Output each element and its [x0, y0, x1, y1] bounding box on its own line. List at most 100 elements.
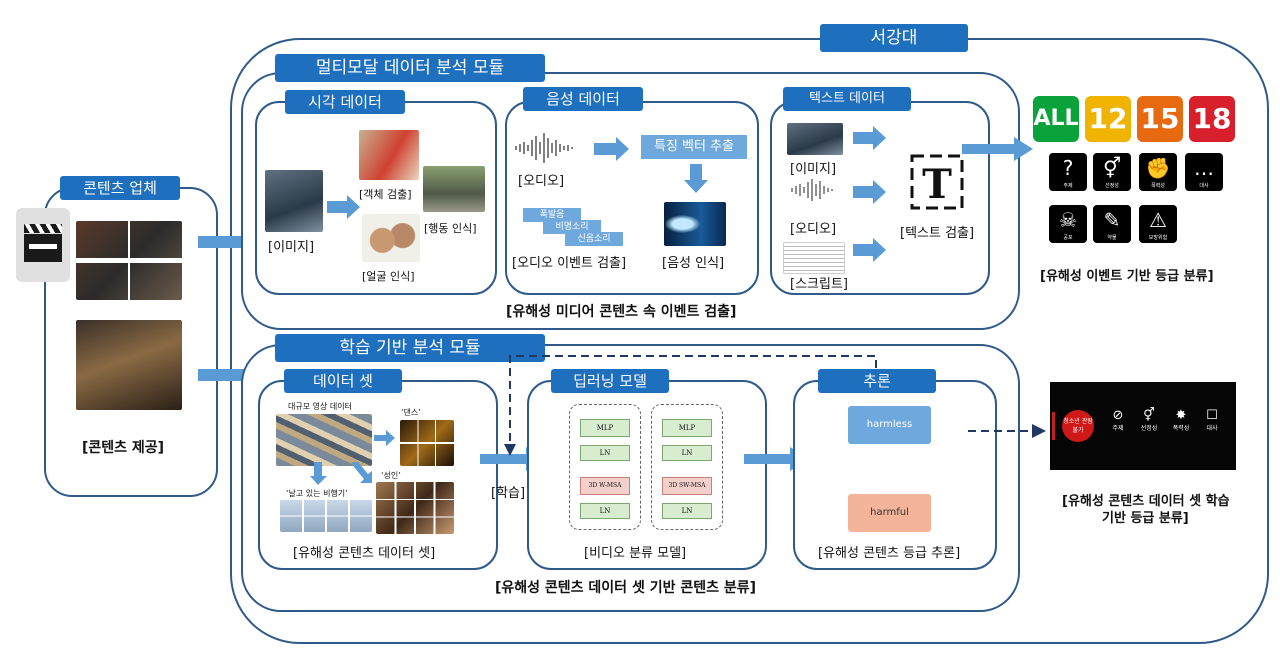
rating-15-badge: 15 [1137, 96, 1183, 142]
audio-event-tag-2: 비명소리 [543, 220, 601, 234]
theme-icon: ?주제 [1049, 153, 1087, 191]
learn-label: [학습] [491, 486, 526, 501]
dataset-tab: 데이터 셋 [284, 369, 402, 393]
visual-image-label: [이미지] [268, 240, 315, 255]
text-data-tab: 텍스트 데이터 [783, 87, 911, 111]
audio-event-tag-1: 폭발음 [523, 208, 581, 222]
learning-module-tab: 학습 기반 분석 모듈 [275, 334, 545, 362]
action-recognition-image [423, 166, 485, 212]
feature-vector-box: 특징 벡터 추출 [641, 135, 747, 159]
audio-event-detect-label: [오디오 이벤트 검출] [512, 256, 627, 271]
arrow-text-audio [853, 180, 886, 204]
w-msa-block: 3D W-MSA [580, 477, 630, 495]
model-tab: 딥러닝 모델 [551, 369, 669, 393]
dance-label: ‘댄스’ [401, 408, 421, 417]
visual-data-tab: 시각 데이터 [285, 90, 405, 114]
text-audio-waveform-icon [791, 179, 833, 201]
audio-waveform-icon [515, 133, 573, 163]
face-recognition-image [362, 214, 420, 262]
adult-label: ‘성인’ [381, 471, 401, 480]
dataset-caption: [유해성 콘텐츠 데이터 셋] [293, 546, 436, 561]
result-rating-panel: 청소년 관람불가 ⊘주제 ⚥선정성 ✸폭력성 ☐대사 [1050, 382, 1236, 470]
sexuality-icon: ⚥선정성 [1093, 153, 1131, 191]
ratings-caption: [유해성 이벤트 기반 등급 분류] [1040, 269, 1214, 284]
speech-recognition-image [664, 202, 726, 246]
arrow-dataset-airplane [310, 462, 327, 485]
arrow-inference-to-result [968, 424, 1046, 438]
rating-12-badge: 12 [1085, 96, 1131, 142]
swin-block-right: MLP LN 3D SW-MSA LN [651, 404, 723, 530]
arrow-dataset-dance [374, 430, 395, 446]
model-box [527, 380, 767, 570]
adult-only-badge: 청소년 관람불가 [1062, 410, 1094, 442]
rating-all-badge: ALL [1033, 96, 1079, 142]
speech-recognition-label: [음성 인식] [662, 256, 725, 271]
mlp-block: MLP [662, 419, 712, 437]
result-sexuality-item: ⚥선정성 [1140, 408, 1158, 432]
rating-18-badge: 18 [1189, 96, 1235, 142]
imitation-risk-icon: ⚠모방위험 [1139, 205, 1177, 243]
action-recognition-label: [행동 인식] [424, 222, 477, 235]
inference-caption: [유해성 콘텐츠 등급 추론] [818, 546, 961, 561]
airplane-label: ‘날고 있는 비행기’ [286, 489, 348, 498]
arrow-audio-to-feature [594, 137, 629, 161]
text-detection-icon: T [910, 154, 964, 210]
ln-block: LN [580, 445, 630, 461]
text-script-label: [스크립트] [790, 277, 848, 292]
feedback-dashed-arrow [504, 355, 877, 456]
arrow-visual [327, 195, 360, 219]
audio-data-tab: 음성 데이터 [523, 87, 643, 111]
model-caption: [비디오 분류 모델] [584, 546, 687, 561]
arrow-multimodal-to-ratings [962, 137, 1033, 161]
visual-input-image [265, 170, 323, 232]
result-violence-item: ✸폭력성 [1172, 408, 1190, 432]
text-image-label: [이미지] [790, 162, 837, 177]
movie-stills-grid [76, 221, 182, 300]
text-source-image [787, 123, 843, 155]
ln-block: LN [580, 503, 630, 519]
arrow-text-script [853, 238, 886, 262]
result-dialogue-item: ☐대사 [1206, 408, 1218, 432]
text-detect-label: [텍스트 검출] [900, 226, 975, 241]
horror-icon: ☠공포 [1049, 205, 1087, 243]
ln-block: LN [662, 445, 712, 461]
dialogue-icon: …대사 [1185, 153, 1223, 191]
arrow-feature-down [684, 164, 708, 193]
object-detection-image [359, 130, 419, 180]
inference-tab: 추론 [818, 369, 936, 393]
result-caption-line1: [유해성 콘텐츠 데이터 셋 학습 [1062, 494, 1230, 509]
harmful-box: harmful [848, 494, 931, 532]
swin-block-left: MLP LN 3D W-MSA LN [569, 404, 641, 530]
harmless-box: harmless [848, 406, 931, 444]
seogang-tab: 서강대 [820, 24, 968, 52]
audio-label: [오디오] [518, 174, 565, 189]
drug-icon: ✎약물 [1093, 205, 1131, 243]
learning-caption: [유해성 콘텐츠 데이터 셋 기반 콘텐츠 분류] [495, 580, 757, 596]
arrow-text-image [853, 126, 886, 150]
airplane-images [280, 500, 372, 532]
movie-still-large [76, 320, 182, 410]
violence-icon: ✊폭력성 [1139, 153, 1177, 191]
sw-msa-block: 3D SW-MSA [662, 477, 712, 495]
arrow-model-to-inference [744, 447, 809, 471]
result-theme-item: ⊘주제 [1112, 408, 1124, 432]
adult-images [376, 482, 454, 534]
text-audio-label: [오디오] [790, 222, 837, 237]
dance-images [400, 420, 454, 466]
clapperboard-icon [16, 208, 70, 282]
result-caption-line2: 기반 등급 분류] [1102, 511, 1189, 526]
arrow-dataset-adult [352, 462, 372, 483]
ln-block: LN [662, 503, 712, 519]
svg-text:T: T [922, 161, 952, 208]
multimodal-caption: [유해성 미디어 콘텐츠 속 이벤트 검출] [506, 304, 737, 320]
dataset-collage-image [276, 414, 372, 466]
script-document-image [783, 242, 845, 274]
mlp-block: MLP [580, 419, 630, 437]
audio-data-box [505, 101, 759, 295]
multimodal-module-tab: 멀티모달 데이터 분석 모듈 [275, 54, 545, 82]
object-detection-label: [객체 검출] [359, 188, 412, 201]
face-recognition-label: [얼굴 인식] [362, 270, 415, 283]
dataset-big-label: 대규모 영상 데이터 [288, 402, 352, 411]
content-provide-label: [콘텐츠 제공] [82, 440, 165, 456]
content-company-tab: 콘텐츠 업체 [60, 176, 180, 200]
